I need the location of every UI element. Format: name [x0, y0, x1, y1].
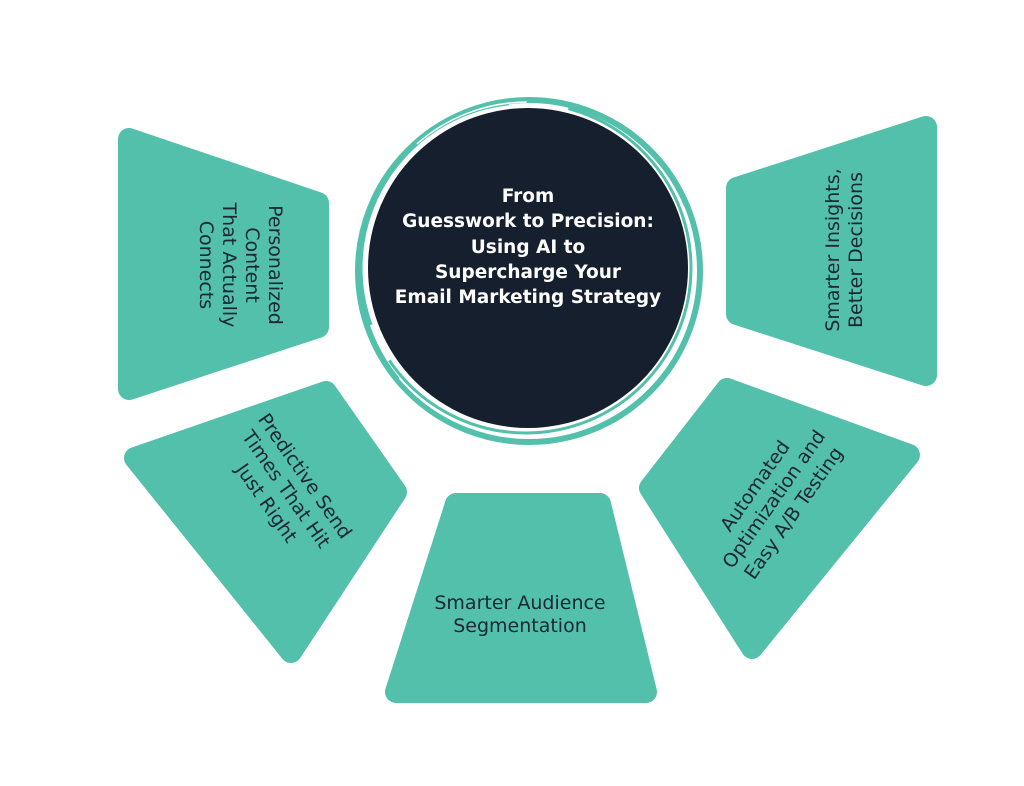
- label-automated-optimization: Automated Optimization and Easy A/B Test…: [716, 426, 848, 584]
- center-ring: [355, 97, 703, 445]
- petal-left-bottom: [124, 381, 407, 663]
- label-personalized-content: Personalized Content That Actually Conne…: [194, 202, 287, 328]
- petal-bottom: [385, 493, 657, 703]
- petal-label-right-top: Smarter Insights, Better Decisions: [755, 140, 935, 360]
- petal-right-top: [726, 116, 937, 386]
- petal-right-bottom: [639, 378, 920, 659]
- petal-label-bottom: Smarter Audience Segmentation: [410, 580, 630, 650]
- label-predictive-send-times: Predictive Send Times That Hit Just Righ…: [231, 409, 356, 553]
- petal-left-top: [118, 128, 329, 400]
- petal-label-left-top: Personalized Content That Actually Conne…: [150, 165, 330, 365]
- label-smarter-insights: Smarter Insights, Better Decisions: [821, 168, 867, 332]
- center-circle: [368, 108, 688, 428]
- center-title: From Guesswork to Precision: Using AI to…: [394, 186, 662, 309]
- ring-stroke-inner: [359, 101, 693, 435]
- label-audience-segmentation: Smarter Audience Segmentation: [434, 591, 606, 637]
- ring-gap: [359, 101, 697, 439]
- ring-stroke-outer: [355, 97, 703, 445]
